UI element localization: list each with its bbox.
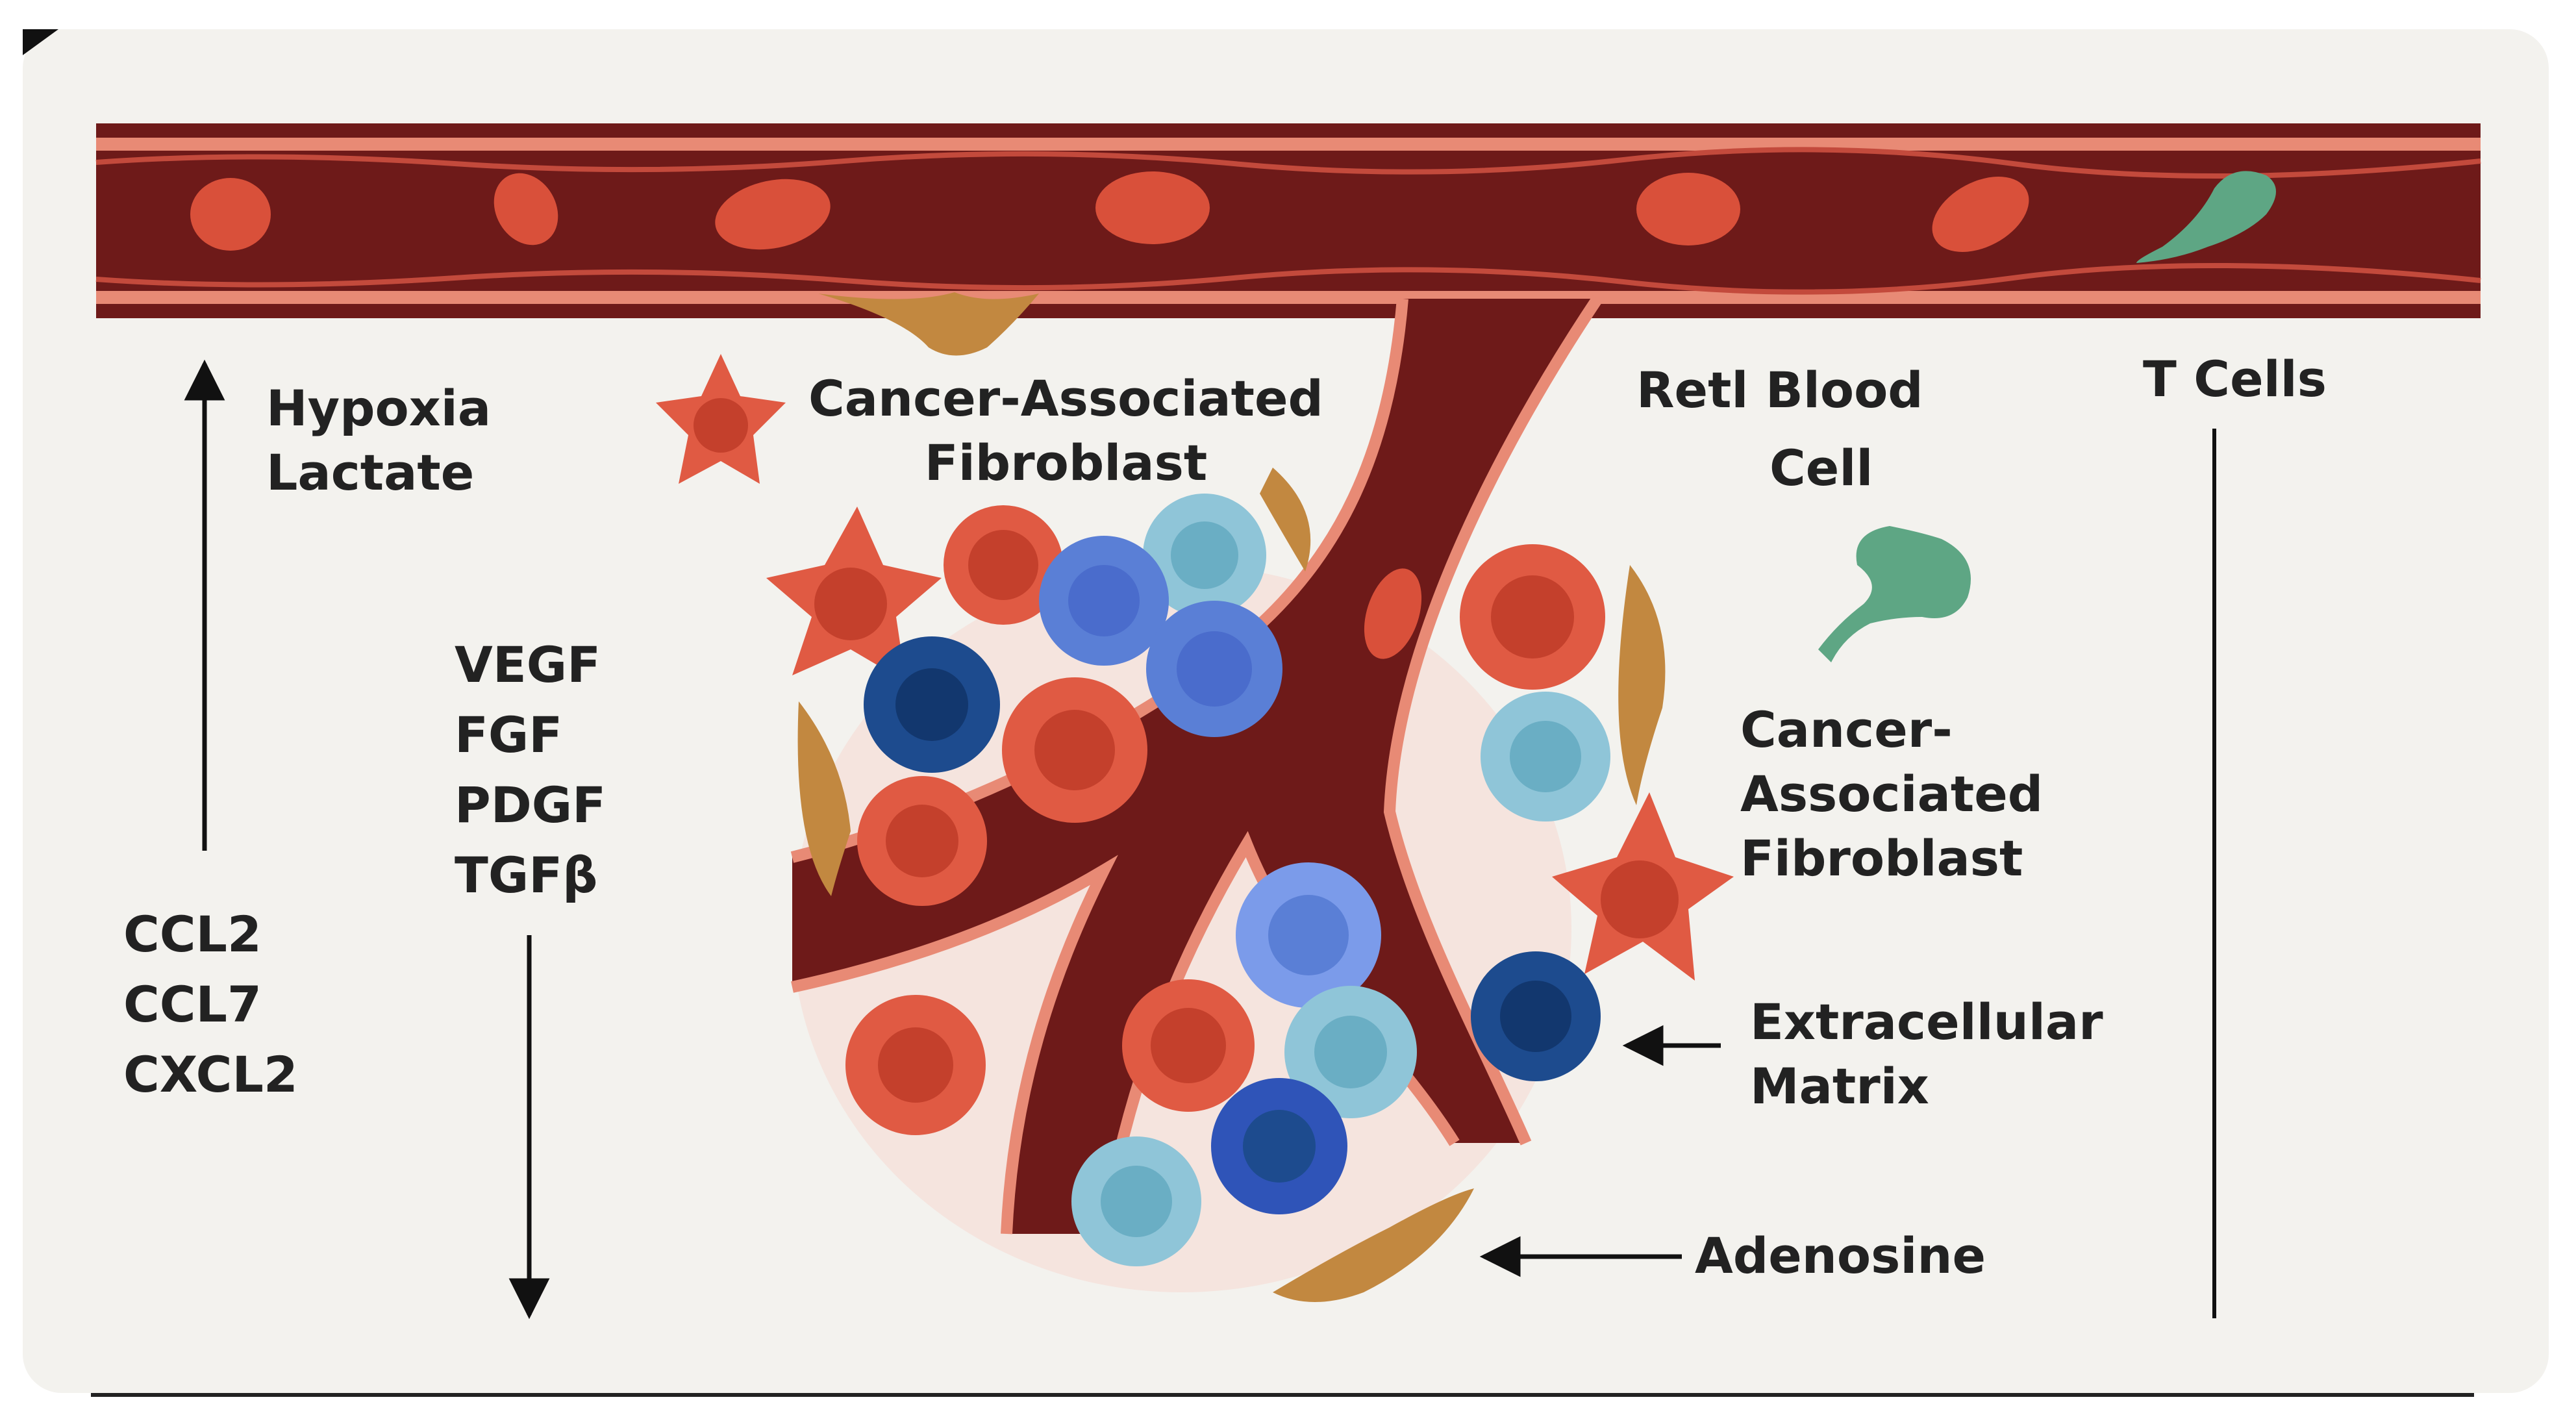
chemokines-label: CCL2 CCL7 CXCL2 [123, 899, 298, 1110]
corner-mark [23, 29, 58, 55]
blue-immune-cells [864, 494, 1610, 1266]
adenosine-label: Adenosine [1695, 1227, 1986, 1285]
vessel-red-blood-cells [190, 171, 2029, 659]
lactate-text: Lactate [266, 443, 475, 501]
caf-top-line2: Fibroblast [924, 433, 1208, 492]
blood-vessel [95, 123, 2481, 318]
growth-factor-vegf: VEGF [455, 636, 601, 694]
ecm-fibers [797, 292, 1666, 1302]
growth-factor-pdgf: PDGF [455, 775, 606, 834]
hypoxia-text: Hypoxia [266, 379, 492, 437]
ecm-line2: Matrix [1750, 1057, 1929, 1115]
t-cell-free [1818, 526, 1971, 662]
ecm-line1: Extracellular [1750, 993, 2103, 1051]
caf-top-label: Cancer-Associated Fibroblast [808, 367, 1323, 495]
growth-factor-tgfb: TGFβ [455, 846, 598, 904]
ecm-label: Extracellular Matrix [1750, 990, 2103, 1119]
hypoxia-lactate-label: Hypoxia Lactate [266, 377, 491, 505]
t-cell-in-vessel [2136, 171, 2276, 263]
chemokine-cxcl2: CXCL2 [123, 1045, 298, 1103]
rbc-label-line1: Retl Blood [1636, 361, 1923, 419]
caf-right-line2: Associated [1740, 764, 2044, 823]
chemokine-ccl2: CCL2 [123, 905, 262, 963]
chemokine-ccl7: CCL7 [123, 975, 262, 1033]
caf-right-label: Cancer- Associated Fibroblast [1740, 698, 2043, 890]
growth-factors-label: VEGF FGF PDGF TGFβ [455, 630, 606, 910]
t-cells-label: T Cells [2143, 350, 2327, 408]
fibroblast-stars [656, 354, 1734, 981]
caf-top-line1: Cancer-Associated [808, 370, 1323, 427]
red-cells [845, 505, 1605, 1135]
caf-right-line3: Fibroblast [1740, 829, 2023, 887]
annotation-arrows [184, 359, 2216, 1320]
caf-right-line1: Cancer- [1740, 701, 1953, 759]
rbc-label-line2: Cell [1769, 439, 1873, 497]
growth-factor-fgf: FGF [455, 705, 563, 764]
t-cell-icons [1818, 171, 2276, 662]
